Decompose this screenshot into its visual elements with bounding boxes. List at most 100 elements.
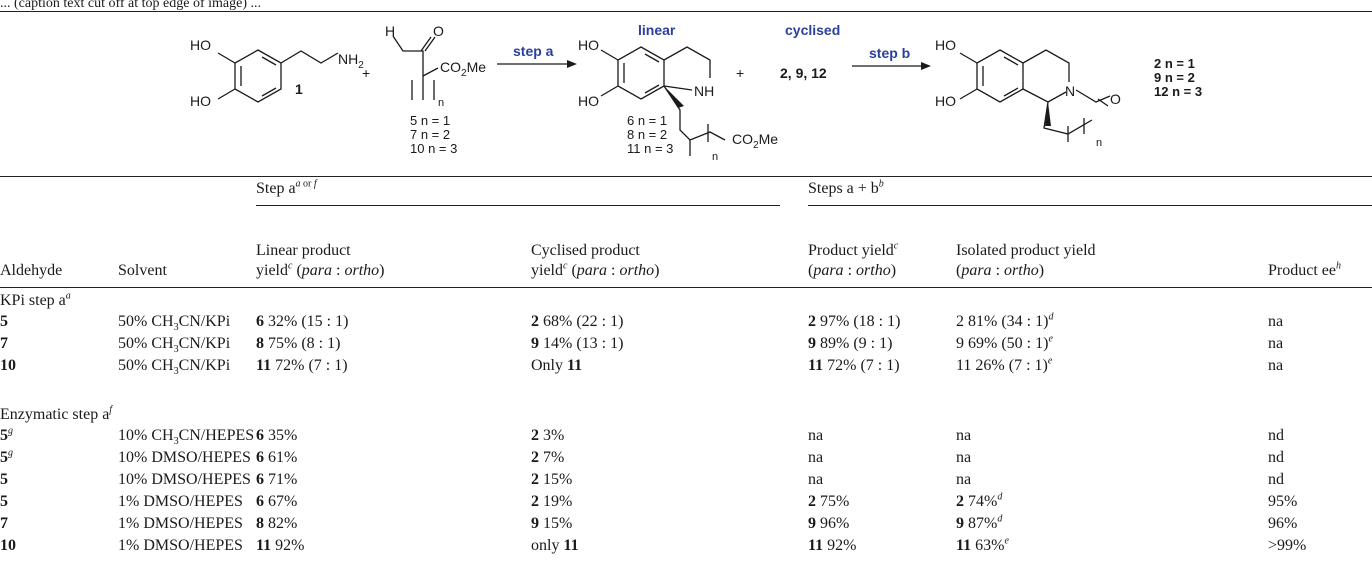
cell-aldehyde: 7 [0, 515, 8, 532]
col-aldehyde: Aldehyde [0, 262, 63, 279]
top-rule [0, 11, 1372, 12]
cell-product-yield: 9 89% (9 : 1) [808, 335, 893, 352]
col-linear-l2: yieldc (para : ortho) [256, 260, 385, 279]
cell-product-ee: na [1268, 313, 1284, 330]
cell-product-ee: na [1268, 335, 1284, 352]
cell-product-yield: 2 97% (18 : 1) [808, 313, 901, 330]
reaction-scheme: HO HO NH2 1 + H O CO2Me n 5 n = 1 7 n = … [190, 22, 1202, 163]
col-cyclised-l1: Cyclised product [531, 242, 640, 259]
linear-n2: 8 n = 2 [627, 127, 667, 142]
cell-solvent: 1% DMSO/HEPES [118, 515, 243, 532]
cell-product-ee: >99% [1268, 537, 1307, 554]
cell-cyclised-yield: 9 15% [531, 515, 573, 532]
cell-aldehyde: 10 [0, 357, 16, 374]
cell-solvent: 1% DMSO/HEPES [118, 537, 243, 554]
cell-aldehyde: 10 [0, 537, 16, 554]
header-bottom-rule [0, 287, 1372, 288]
atom-ho: HO [190, 93, 211, 109]
cell-linear-yield: 6 35% [256, 427, 298, 444]
cell-cyclised-yield: 2 19% [531, 493, 573, 510]
col-isolated-l1: Isolated product yield [956, 242, 1096, 259]
cell-cyclised-yield: 2 7% [531, 449, 565, 466]
cell-isolated-yield: na [956, 449, 972, 466]
cell-cyclised-yield: 2 15% [531, 471, 573, 488]
plus-sign: + [736, 65, 744, 81]
cell-linear-yield: 6 61% [256, 449, 298, 466]
cell-isolated-yield: na [956, 471, 972, 488]
col-product-yield-l1: Product yieldc [808, 240, 899, 259]
cell-isolated-yield: 11 26% (7 : 1)e [956, 355, 1053, 374]
cell-aldehyde: 5g [0, 447, 13, 466]
group-underline-ab [808, 205, 1372, 206]
linear-n1: 6 n = 1 [627, 113, 667, 128]
cell-linear-yield: 8 82% [256, 515, 298, 532]
cell-cyclised-yield: 2 68% (22 : 1) [531, 313, 624, 330]
cell-cyclised-yield: only 11 [531, 537, 579, 554]
cell-product-ee: 95% [1268, 493, 1298, 510]
cell-cyclised-yield: 9 14% (13 : 1) [531, 335, 624, 352]
cell-product-ee: na [1268, 357, 1284, 374]
atom-ho: HO [578, 93, 599, 109]
cell-aldehyde: 5 [0, 471, 8, 488]
aldehyde-n3: 10 n = 3 [410, 141, 457, 156]
section-title-kpi: KPi step aa [0, 290, 71, 309]
cell-product-ee: nd [1268, 471, 1284, 488]
atom-sub-n: n [712, 151, 718, 163]
group-underline-a [256, 205, 780, 206]
cell-linear-yield: 6 67% [256, 493, 298, 510]
cell-solvent: 50% CH3CN/KPi [118, 313, 231, 334]
cell-isolated-yield: 11 63%e [956, 535, 1009, 554]
cell-product-yield: 11 92% [808, 537, 857, 554]
cell-product-ee: 96% [1268, 515, 1298, 532]
cell-isolated-yield: 2 74%d [956, 491, 1003, 510]
step-b-label: step b [869, 45, 910, 61]
col-solvent: Solvent [118, 262, 167, 279]
cyclised-label: cyclised [785, 22, 840, 38]
atom-nh: NH [694, 83, 714, 99]
aldehyde-n1: 5 n = 1 [410, 113, 450, 128]
cell-linear-yield: 11 72% (7 : 1) [256, 357, 348, 374]
cell-solvent: 10% DMSO/HEPES [118, 449, 251, 466]
aldehyde-n2: 7 n = 2 [410, 127, 450, 142]
atom-sub-n: n [1096, 137, 1102, 149]
cell-solvent: 10% CH3CN/HEPES [118, 427, 255, 448]
cell-cyclised-yield: Only 11 [531, 357, 583, 374]
atom-h: H [385, 23, 395, 39]
cell-linear-yield: 6 71% [256, 471, 298, 488]
cell-isolated-yield: 9 87%d [956, 513, 1003, 532]
cell-aldehyde: 5g [0, 425, 13, 444]
product-n1: 2 n = 1 [1154, 56, 1195, 71]
atom-co2me: CO2Me [440, 59, 486, 79]
cell-linear-yield: 8 75% (8 : 1) [256, 335, 341, 352]
atom-n: N [1065, 83, 1075, 99]
caption-fragment: ... (caption text cut off at top edge of… [0, 0, 261, 11]
cell-product-ee: nd [1268, 449, 1284, 466]
atom-sub-n: n [438, 97, 444, 109]
cell-product-yield: 2 75% [808, 493, 850, 510]
cell-isolated-yield: 9 69% (50 : 1)e [956, 333, 1053, 352]
atom-ho: HO [935, 93, 956, 109]
scheme-bottom-rule [0, 176, 1372, 177]
cell-aldehyde: 5 [0, 313, 8, 330]
atom-nh2: NH2 [338, 51, 364, 71]
cell-solvent: 50% CH3CN/KPi [118, 357, 231, 378]
atom-o: O [1110, 91, 1121, 107]
atom-ho: HO [190, 37, 211, 53]
cell-isolated-yield: 2 81% (34 : 1)d [956, 311, 1054, 330]
compound-number: 1 [295, 81, 303, 97]
col-product-yield-l2: (para : ortho) [808, 262, 897, 279]
cell-solvent: 50% CH3CN/KPi [118, 335, 231, 356]
col-cyclised-l2: yieldc (para : ortho) [531, 260, 660, 279]
section-title-enzymatic: Enzymatic step af [0, 404, 113, 423]
col-linear-l1: Linear product [256, 242, 351, 259]
product-n2: 9 n = 2 [1154, 70, 1195, 85]
cell-product-yield: na [808, 427, 824, 444]
cell-linear-yield: 11 92% [256, 537, 305, 554]
linear-n3: 11 n = 3 [627, 141, 673, 156]
atom-ho: HO [935, 37, 956, 53]
atom-ho: HO [578, 37, 599, 53]
step-a-label: step a [513, 43, 554, 59]
col-isolated-l2: (para : ortho) [956, 262, 1045, 279]
cell-product-yield: 11 72% (7 : 1) [808, 357, 900, 374]
cell-product-yield: na [808, 449, 824, 466]
